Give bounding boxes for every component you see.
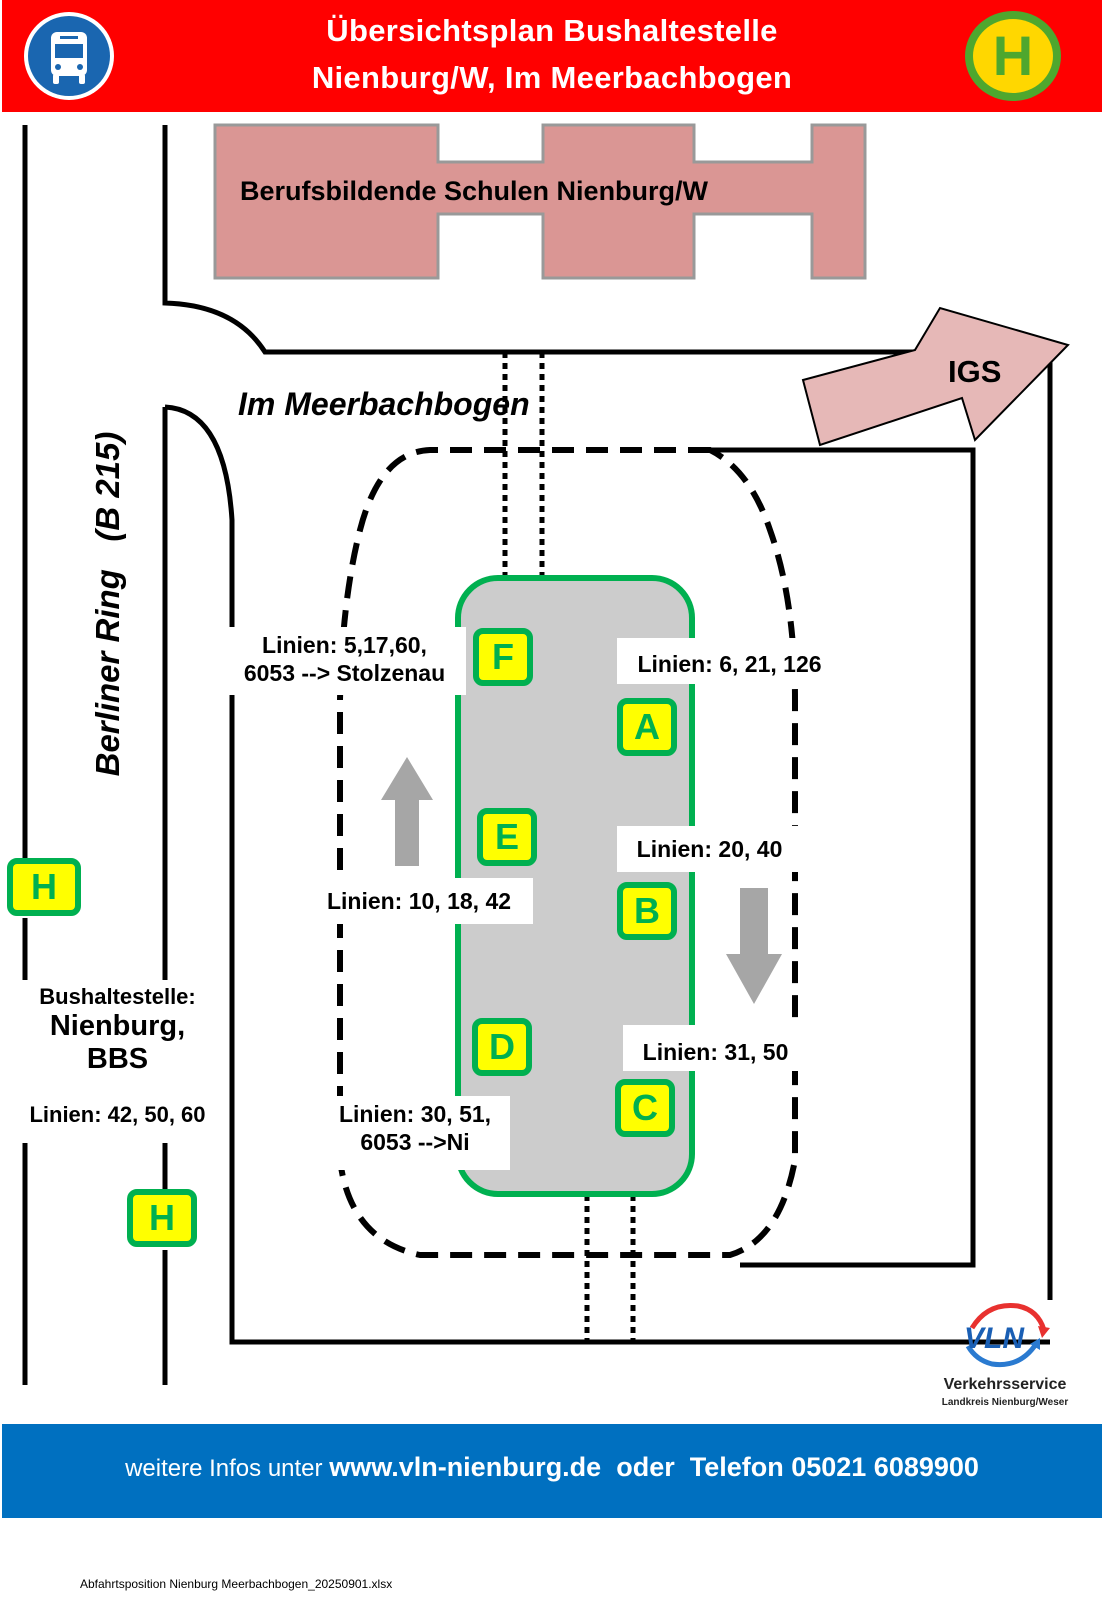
footer-phone[interactable]: Telefon 05021 6089900	[689, 1452, 979, 1482]
source-filename: Abfahrtsposition Nienburg Meerbachbogen_…	[80, 1577, 393, 1591]
platform-a-lines: Linien: 6, 21, 126	[617, 638, 842, 684]
logo-subtitle: Landkreis Nienburg/Weser	[941, 1397, 1069, 1408]
igs-direction-arrow	[801, 306, 1070, 447]
footer-prefix: weitere Infos unter	[125, 1455, 330, 1482]
footer-middle: oder	[601, 1452, 690, 1482]
school-building	[213, 123, 867, 280]
bus-loop-path	[337, 447, 798, 1258]
platform-c-marker[interactable]: C	[615, 1079, 675, 1137]
arrow-up-icon	[381, 757, 433, 866]
main-road-label: Berliner Ring (B 215)	[89, 431, 126, 777]
title-line-2: Nienburg/W, Im Meerbachbogen	[311, 60, 793, 95]
bus-icon	[24, 12, 114, 100]
footer-url-link[interactable]: www.vln-nienburg.de	[329, 1452, 602, 1482]
vln-logo-mark-icon: VLN	[964, 1302, 1050, 1368]
side-stop-marker-north[interactable]: H	[7, 858, 81, 916]
vln-logo: VLN Verkehrsservice Landkreis Nienburg/W…	[930, 1300, 1080, 1415]
vln-mark-text: VLN	[964, 1322, 1025, 1355]
platform-e-lines: Linien: 10, 18, 42	[305, 878, 533, 924]
arrow-down-icon	[726, 888, 782, 1004]
header-banner: Übersichtsplan Bushaltestelle Nienburg/W…	[2, 0, 1102, 112]
side-stop-name-2: BBS	[86, 1043, 149, 1075]
side-stop-info: Bushaltestelle: Nienburg, BBS Linien: 42…	[0, 984, 235, 1128]
footer-banner: weitere Infos unter www.vln-nienburg.de …	[2, 1424, 1102, 1518]
platform-e-marker[interactable]: E	[477, 808, 537, 866]
side-stop-lines: Linien: 42, 50, 60	[29, 1102, 206, 1127]
platform-c-lines: Linien: 31, 50	[623, 1025, 808, 1071]
side-stop-title: Bushaltestelle:	[39, 984, 196, 1009]
road-edge	[710, 447, 976, 1268]
street-label: Im Meerbachbogen	[238, 386, 530, 422]
side-stop-marker-south[interactable]: H	[127, 1189, 197, 1247]
logo-name: Verkehrsservice	[943, 1376, 1067, 1393]
title-line-1: Übersichtsplan Bushaltestelle	[326, 13, 778, 48]
platform-f-marker[interactable]: F	[473, 628, 533, 686]
platform-a-marker[interactable]: A	[617, 698, 677, 756]
school-building-label: Berufsbildende Schulen Nienburg/W	[240, 176, 709, 206]
platform-b-marker[interactable]: B	[617, 882, 677, 940]
platform-b-lines: Linien: 20, 40	[617, 826, 802, 872]
road-edge	[164, 404, 1050, 1345]
platform-d-lines: Linien: 30, 51, 6053 -->Ni	[320, 1096, 510, 1170]
road-edge	[162, 125, 915, 355]
bus-stop-h-icon: H	[965, 11, 1061, 101]
igs-label: IGS	[948, 354, 1002, 389]
platform-d-marker[interactable]: D	[472, 1018, 532, 1076]
side-stop-name-1: Nienburg,	[49, 1010, 186, 1042]
platform-f-lines: Linien: 5,17,60, 6053 --> Stolzenau	[223, 627, 466, 695]
